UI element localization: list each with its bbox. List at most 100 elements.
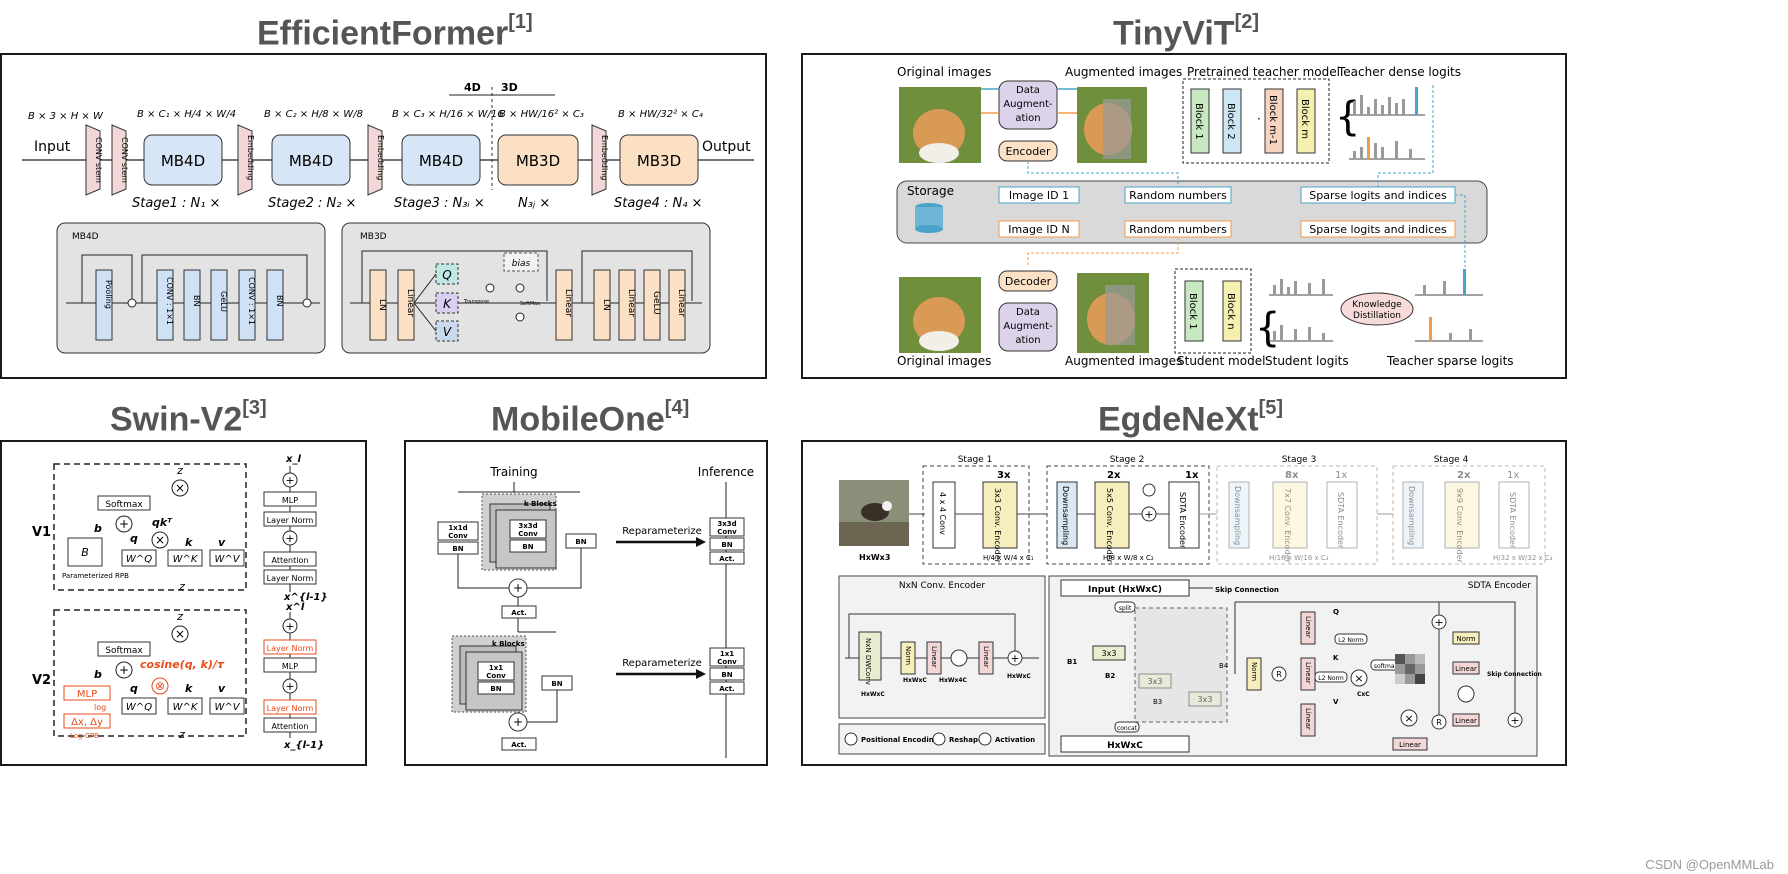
svg-text:Sparse logits and indices: Sparse logits and indices <box>1309 223 1447 236</box>
svg-text:LN: LN <box>601 299 611 311</box>
inference-bn: BN <box>709 537 745 551</box>
svg-text:Input (HxWxC): Input (HxWxC) <box>1088 585 1162 595</box>
svg-text:k: k <box>185 682 193 695</box>
original-images-label: Original images <box>897 65 991 79</box>
svg-text:Conv: Conv <box>717 528 737 536</box>
transpose-label: Transpose <box>463 299 489 305</box>
svg-text:3x3: 3x3 <box>1148 677 1163 686</box>
stage-label: Stage4 : N₄ × <box>614 196 702 211</box>
dim-4d-label: 4D <box>464 81 481 94</box>
student-block-1: Block 1 <box>1184 280 1204 342</box>
svg-text:W^Q: W^Q <box>126 702 152 713</box>
svg-text:k Blocks: k Blocks <box>524 500 557 508</box>
teacher-dense-logits-chart: { <box>1335 87 1425 160</box>
rpb-label: Parameterized RPB <box>62 572 129 580</box>
qkT-label: qkᵀ <box>152 516 173 529</box>
op-linear: Linear <box>555 269 573 341</box>
svg-text:HxWxC: HxWxC <box>1107 741 1143 751</box>
svg-text:3x3d: 3x3d <box>518 522 537 530</box>
reshape-icon <box>932 732 946 746</box>
svg-text:3x3 Conv. Encoder: 3x3 Conv. Encoder <box>993 488 1002 564</box>
svg-text:ation: ation <box>1015 335 1040 346</box>
stage-label: Stage2 : N₂ × <box>268 196 356 211</box>
svg-text:x_l: x_l <box>285 454 301 465</box>
mb4d-block-3: MB4D <box>401 134 481 186</box>
svg-text:R: R <box>1436 718 1442 727</box>
svg-text:Linear: Linear <box>1455 665 1477 673</box>
svg-text:HxWxC: HxWxC <box>1007 673 1031 680</box>
svg-text:LN: LN <box>377 299 387 311</box>
svg-text:GeLU: GeLU <box>219 291 228 312</box>
mb4d-detail-label: MB4D <box>72 232 99 242</box>
activation-icon <box>950 649 968 667</box>
svg-text:V: V <box>1333 698 1339 706</box>
svg-text:CONV stem: CONV stem <box>120 137 129 183</box>
svg-text:Linear: Linear <box>1399 741 1421 749</box>
op-pooling: Pooling <box>95 269 113 341</box>
svg-text:Block m: Block m <box>1299 99 1310 139</box>
inference-label: Inference <box>698 465 754 479</box>
concat-node <box>1114 721 1140 733</box>
svg-text:Δx, Δy: Δx, Δy <box>71 717 103 728</box>
split-node <box>1114 601 1136 613</box>
svg-text:Norm: Norm <box>904 646 912 665</box>
svg-text:V: V <box>443 325 452 339</box>
svg-text:bias: bias <box>512 259 531 269</box>
dim-3d-label: 3D <box>501 81 518 94</box>
database-icon <box>915 203 943 233</box>
v2-softmax: Softmax <box>97 641 151 657</box>
svg-text:MLP: MLP <box>77 689 97 700</box>
op-linear: Linear <box>668 269 686 341</box>
sdta-encoder-title: SDTA Encoder <box>1468 581 1532 591</box>
svg-text:5x5 Conv. Encoder: 5x5 Conv. Encoder <box>1105 488 1114 564</box>
svg-text:Conv: Conv <box>448 532 468 540</box>
nxn-linear: Linear <box>978 641 994 675</box>
bn-box: BN <box>541 675 573 691</box>
teacher-block-2: Block 2 <box>1222 88 1242 154</box>
mb4d-detail: MB4D Pooling CONV : 1×1 BN GeLU CONV : 1… <box>56 222 326 354</box>
knowledge-distillation-node: Knowledge Distillation <box>1340 292 1414 326</box>
svg-text:×: × <box>1354 672 1363 685</box>
svg-text:MB4D: MB4D <box>419 152 463 170</box>
shape-label: B × HW/32² × C₄ <box>618 109 703 120</box>
student-logits-chart: { <box>1255 279 1333 351</box>
act-box: Act. <box>501 605 537 619</box>
svg-text:Layer Norm: Layer Norm <box>267 644 314 653</box>
svg-text:Attention: Attention <box>272 722 309 731</box>
wv-box: W^V <box>209 697 245 715</box>
inference-act: Act. <box>709 681 745 695</box>
svg-text:Block 1: Block 1 <box>1187 293 1198 330</box>
q-box: Q <box>435 263 459 285</box>
bn-box: BN <box>437 541 479 555</box>
v1-frame <box>53 463 247 591</box>
svg-text:Softmax: Softmax <box>105 646 143 656</box>
svg-text:Skip Connection: Skip Connection <box>1487 671 1542 678</box>
svg-text:H/8 x W/8 x C₂: H/8 x W/8 x C₂ <box>1103 554 1154 562</box>
wq-box: W^Q <box>121 697 157 715</box>
embedding-3: Embedding <box>591 124 609 196</box>
svg-text:k: k <box>185 536 193 549</box>
svg-text:v: v <box>218 682 226 695</box>
output-label: Output <box>702 139 751 155</box>
svg-text:Linear: Linear <box>563 289 573 317</box>
wk-box: W^K <box>167 697 203 715</box>
positional-encoding-icon <box>1142 483 1156 497</box>
svg-text:Knowledge: Knowledge <box>1352 300 1402 310</box>
svg-text:Q: Q <box>442 268 451 282</box>
svg-text:Linear: Linear <box>1455 717 1477 725</box>
sdta-linear-q: Linear <box>1300 611 1316 645</box>
image-id-1: Image ID 1 <box>998 186 1080 204</box>
svg-text:W^K: W^K <box>173 702 199 713</box>
svg-text:Random numbers: Random numbers <box>1129 223 1227 236</box>
edgenext-title: EgdeNeXt[5] <box>1098 397 1284 439</box>
svg-text:BN: BN <box>575 538 586 546</box>
svg-text:Data: Data <box>1016 307 1040 318</box>
svg-text:B3: B3 <box>1153 698 1162 706</box>
sdta-conv3x3: 3x3 <box>1092 645 1126 661</box>
svg-text:MB4D: MB4D <box>161 152 205 170</box>
svg-text:1x: 1x <box>1185 470 1199 481</box>
svg-text:+: + <box>1144 508 1153 521</box>
